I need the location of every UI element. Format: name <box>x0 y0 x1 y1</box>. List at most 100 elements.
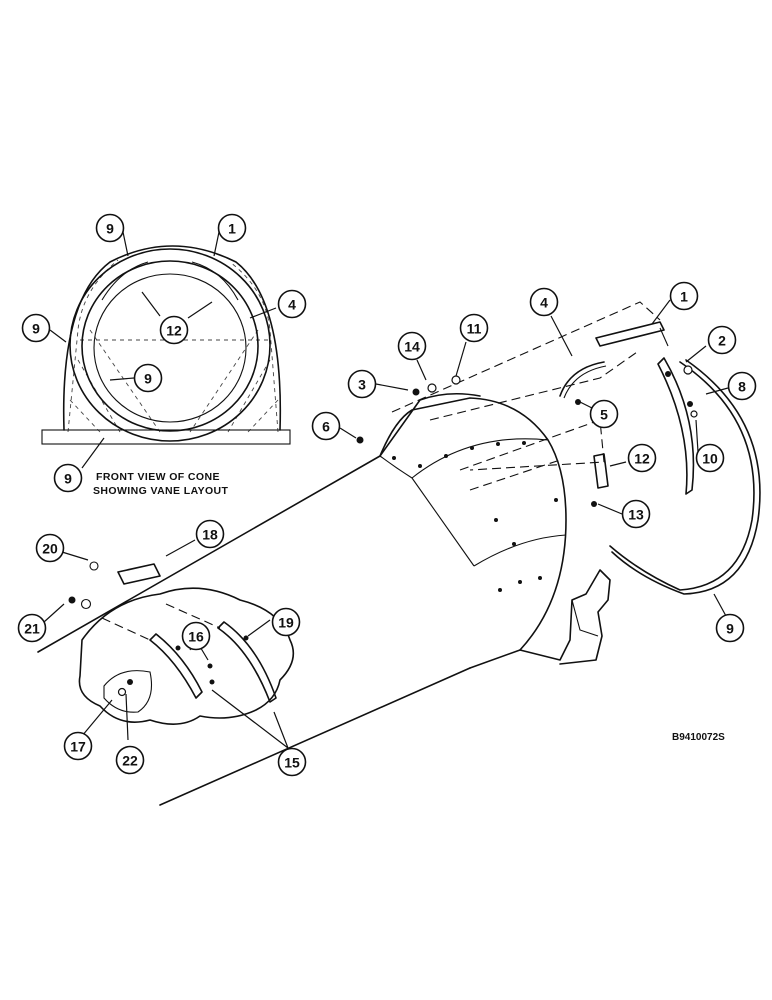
balloon-label: 1 <box>680 289 688 305</box>
balloon-label: 21 <box>24 621 40 637</box>
inset-caption-line2: SHOWING VANE LAYOUT <box>93 485 229 497</box>
balloon-label: 19 <box>278 615 294 631</box>
balloon-label: 2 <box>718 333 726 349</box>
balloon-circle <box>627 443 657 473</box>
balloon-circle <box>311 411 341 441</box>
callout-balloon-6: 6 <box>311 411 341 441</box>
cone-body <box>379 397 567 669</box>
part-4-vane <box>559 361 605 397</box>
callout-balloon-9: 9 <box>95 213 125 243</box>
callout-balloon-4: 4 <box>529 287 559 317</box>
callout-balloon-8: 8 <box>727 371 757 401</box>
callout-balloon-16: 16 <box>181 621 211 651</box>
balloon-circle <box>459 313 489 343</box>
inset-outer-vane <box>69 248 271 442</box>
balloon-circle <box>133 363 163 393</box>
cone-rivets <box>392 441 558 592</box>
balloon-label: 4 <box>540 295 548 311</box>
balloon-circle <box>115 745 145 775</box>
balloon-circle <box>695 443 725 473</box>
main-assembly <box>37 301 661 806</box>
balloon-label: 22 <box>122 753 138 769</box>
balloon-circle <box>195 519 225 549</box>
balloon-label: 9 <box>726 621 734 637</box>
balloon-label: 15 <box>284 755 300 771</box>
callout-balloon-18: 18 <box>195 519 225 549</box>
balloon-circle <box>277 747 307 777</box>
balloon-label: 18 <box>202 527 218 543</box>
balloon-circle <box>35 533 65 563</box>
balloon-label: 20 <box>42 541 58 557</box>
hardware <box>356 365 698 507</box>
balloon-label: 13 <box>628 507 644 523</box>
front-view-inset: FRONT VIEW OF CONE SHOWING VANE LAYOUT <box>41 245 291 497</box>
inset-middle-vane <box>81 260 259 432</box>
callout-balloon-5: 5 <box>589 399 619 429</box>
balloon-circle <box>159 315 189 345</box>
balloon-label: 14 <box>404 339 420 355</box>
balloon-label: 8 <box>738 379 746 395</box>
balloon-circle <box>95 213 125 243</box>
drawing-reference: B9410072S <box>672 732 725 743</box>
callout-balloon-3: 3 <box>347 369 377 399</box>
callout-balloon-13: 13 <box>621 499 651 529</box>
balloon-label: 9 <box>144 371 152 387</box>
balloon-label: 4 <box>288 297 296 313</box>
balloon-circle <box>277 289 307 319</box>
balloon-circle <box>63 731 93 761</box>
callout-balloon-15: 15 <box>277 747 307 777</box>
part-15-vane-left <box>149 633 203 699</box>
inset-caption-line1: FRONT VIEW OF CONE <box>96 471 220 483</box>
callout-balloon-2: 2 <box>707 325 737 355</box>
balloon-circle <box>397 331 427 361</box>
callout-balloon-10: 10 <box>695 443 725 473</box>
tube-upper-edge <box>37 455 381 653</box>
callout-balloon-4: 4 <box>277 289 307 319</box>
balloon-circle <box>271 607 301 637</box>
callouts <box>43 231 729 749</box>
balloon-circle <box>669 281 699 311</box>
balloon-label: 16 <box>188 629 204 645</box>
balloon-label: 6 <box>322 419 330 435</box>
mount-bracket <box>519 569 611 665</box>
balloon-label: 5 <box>600 407 608 423</box>
callout-balloon-9: 9 <box>21 313 51 343</box>
callout-balloon-17: 17 <box>63 731 93 761</box>
inset-inner-vane <box>93 273 247 423</box>
balloon-label: 12 <box>634 451 650 467</box>
exploded-vanes <box>356 321 761 595</box>
balloon-circle <box>217 213 247 243</box>
balloon-circle <box>715 613 745 643</box>
part-9-vane <box>609 361 755 591</box>
callout-balloon-19: 19 <box>271 607 301 637</box>
balloon-circle <box>707 325 737 355</box>
part-15-vane-right <box>217 621 277 703</box>
balloon-label: 9 <box>64 471 72 487</box>
callout-balloon-9: 9 <box>133 363 163 393</box>
balloon-circle <box>21 313 51 343</box>
callout-balloon-11: 11 <box>459 313 489 343</box>
balloon-circle <box>181 621 211 651</box>
balloon-label: 1 <box>228 221 236 237</box>
balloon-label: 9 <box>32 321 40 337</box>
balloon-label: 10 <box>702 451 718 467</box>
callout-balloon-1: 1 <box>669 281 699 311</box>
part-18-plate <box>117 563 161 585</box>
balloon-label: 3 <box>358 377 366 393</box>
tube-lower-edge <box>159 667 471 806</box>
balloon-circle <box>529 287 559 317</box>
callout-balloon-20: 20 <box>35 533 65 563</box>
callout-balloon-9: 9 <box>715 613 745 643</box>
callout-balloon-14: 14 <box>397 331 427 361</box>
inset-base-plate <box>41 429 291 445</box>
balloon-circle <box>621 499 651 529</box>
balloon-label: 11 <box>467 321 482 337</box>
balloon-circle <box>727 371 757 401</box>
balloon-circle <box>17 613 47 643</box>
callout-balloon-22: 22 <box>115 745 145 775</box>
balloon-circle <box>53 463 83 493</box>
cutaway-detail <box>68 561 295 725</box>
callout-balloon-12: 12 <box>627 443 657 473</box>
